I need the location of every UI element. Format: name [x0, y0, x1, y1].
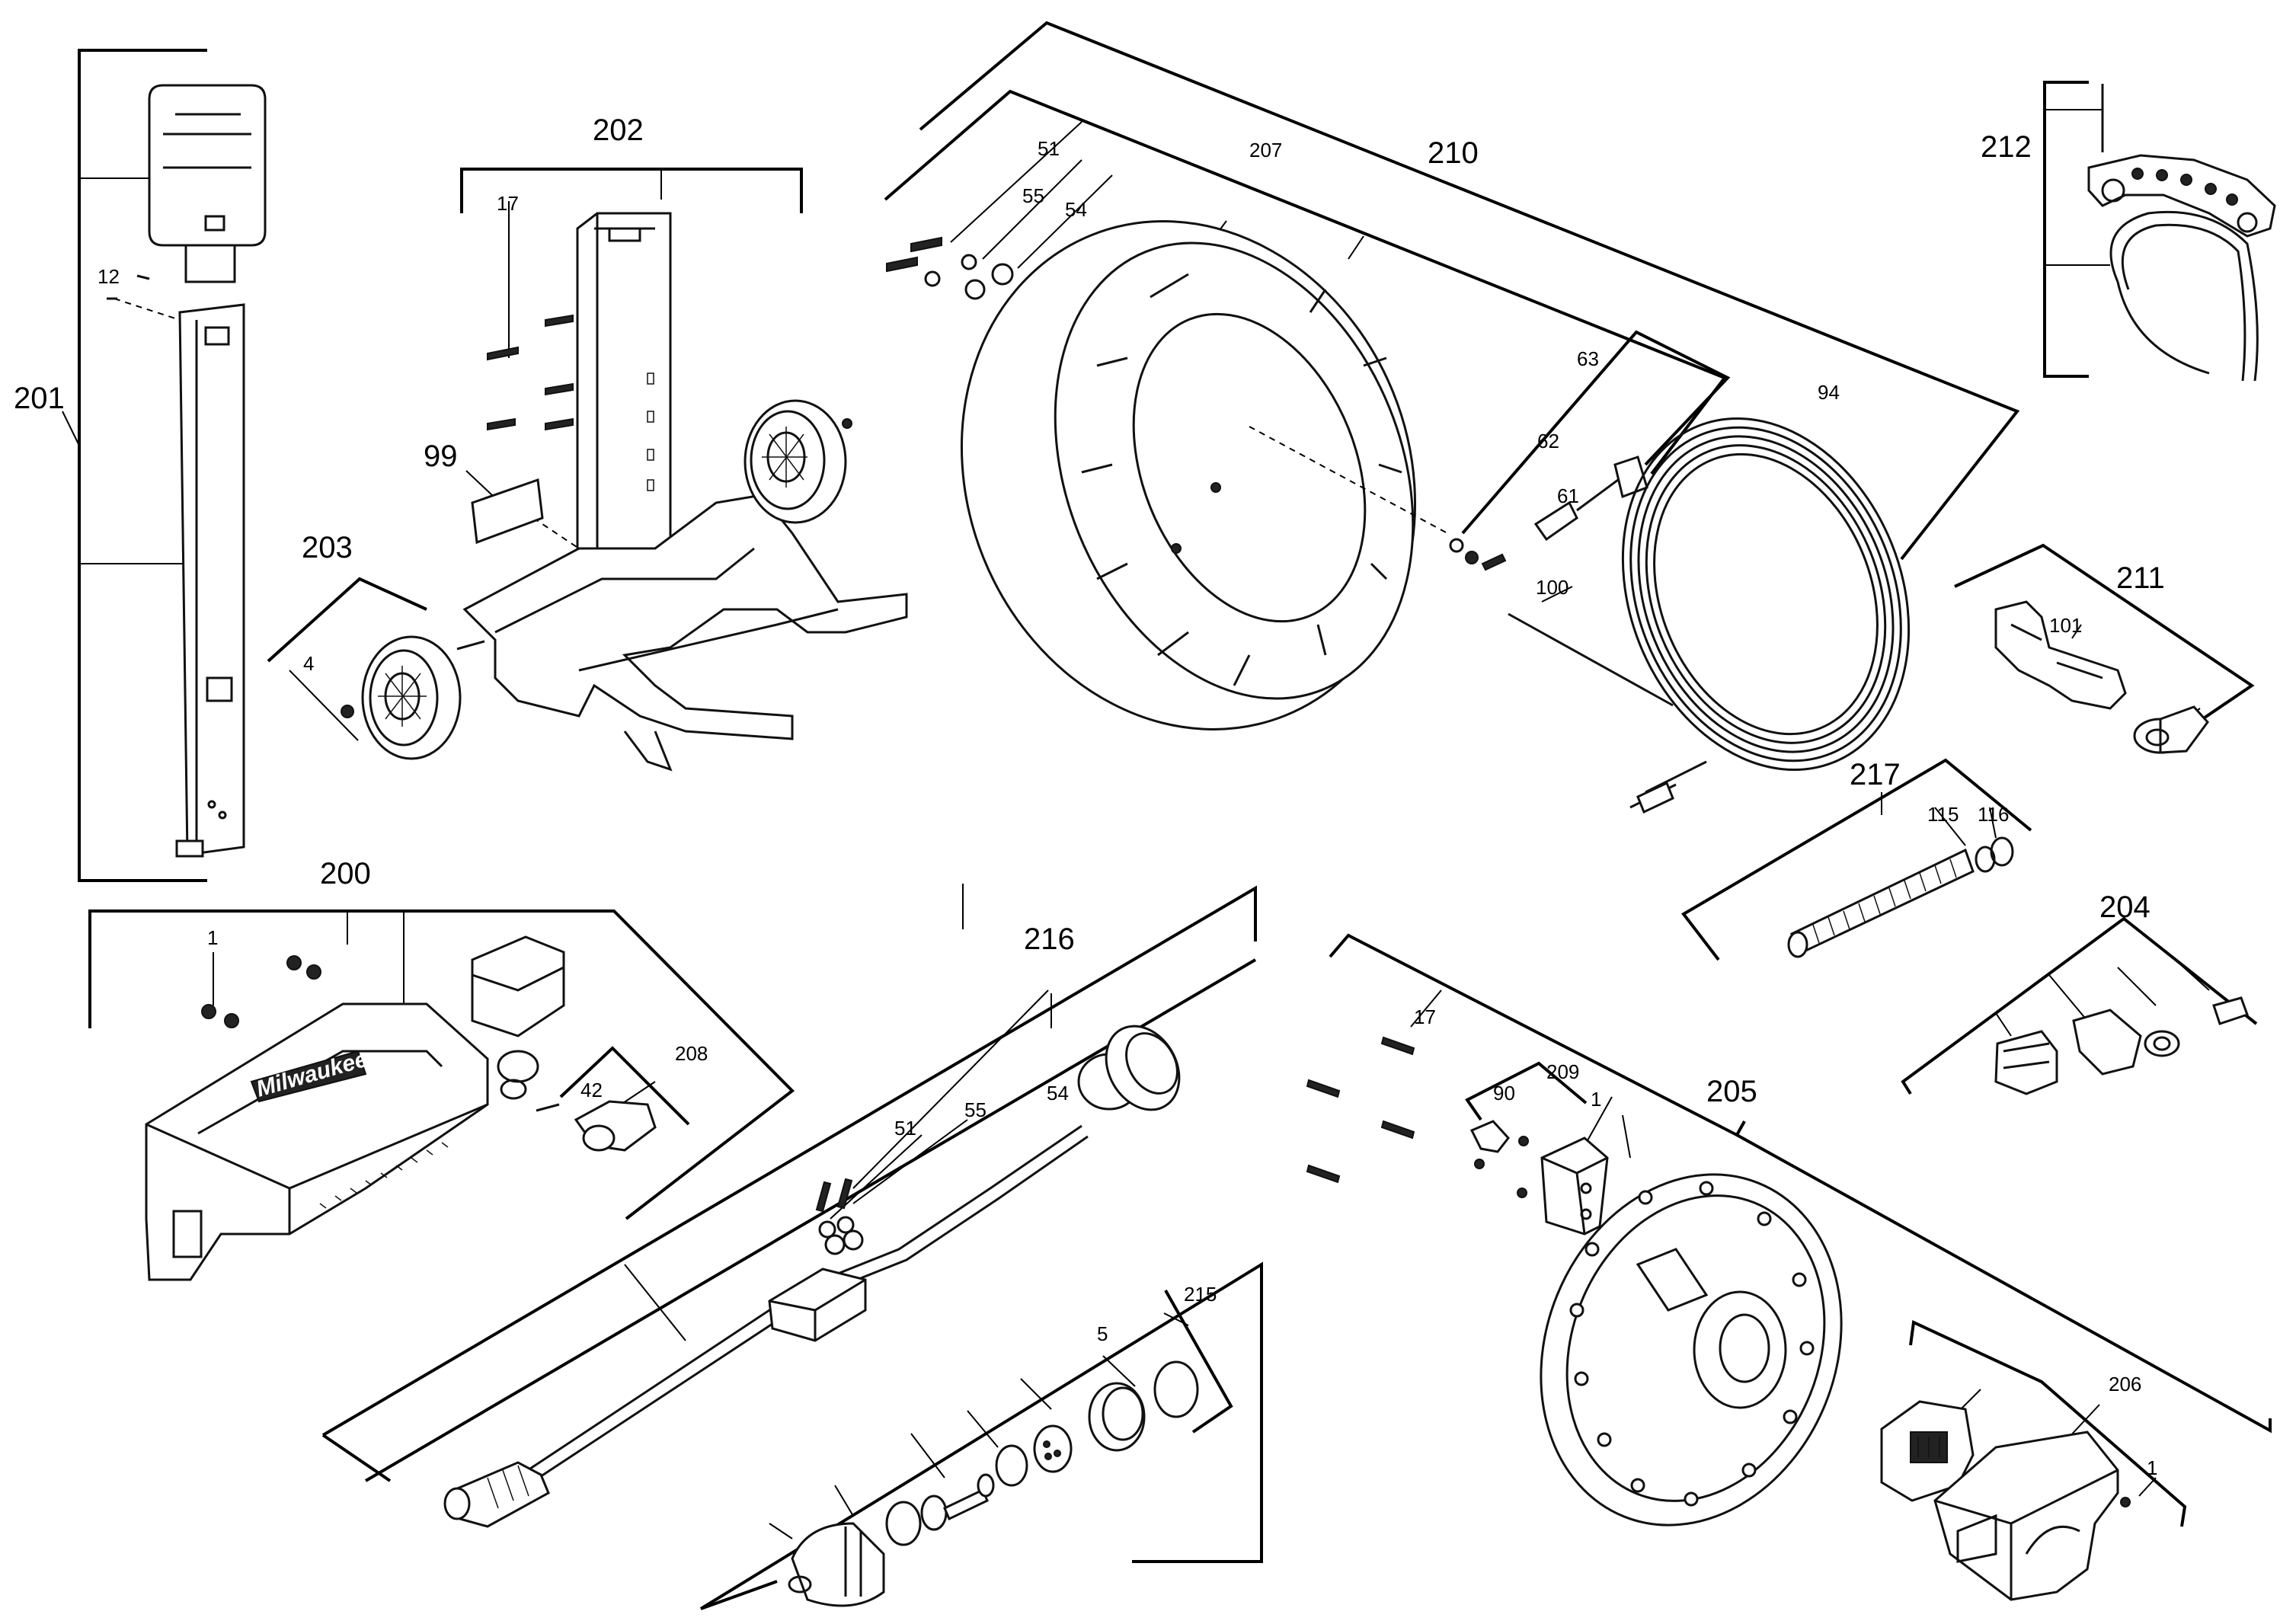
label-208: 208 — [675, 1042, 708, 1065]
wheel-assembly-203: 203 4 — [267, 531, 485, 760]
label-5: 5 — [1097, 1322, 1108, 1345]
label-94: 94 — [1818, 381, 1840, 404]
drum-assembly-210: 210 207 51 55 54 63 62 61 94 100 — [884, 21, 2020, 814]
label-1-hub: 1 — [1591, 1088, 1601, 1111]
label-99: 99 — [424, 440, 458, 473]
label-61: 61 — [1557, 484, 1579, 507]
label-116: 116 — [1978, 803, 2009, 826]
handle-assembly-201: 201 12 — [14, 49, 267, 882]
label-4: 4 — [303, 652, 314, 675]
label-17-frame: 17 — [497, 192, 519, 215]
frame-assembly-202: 202 17 99 — [424, 113, 908, 772]
label-201: 201 — [14, 382, 65, 415]
label-63: 63 — [1577, 347, 1599, 370]
label-1-housing: 1 — [207, 926, 218, 949]
label-205: 205 — [1706, 1075, 1757, 1108]
camera-cable-assembly-216: 216 51 55 54 — [321, 884, 1257, 1528]
label-217: 217 — [1850, 758, 1901, 791]
label-200: 200 — [320, 857, 371, 890]
label-209: 209 — [1546, 1060, 1579, 1083]
guide-assembly-212: 212 — [1981, 81, 2276, 382]
label-1-mount: 1 — [2147, 1456, 2157, 1479]
label-210: 210 — [1428, 136, 1479, 170]
housing-assembly-200: Milwaukee 200 1 208 42 — [88, 857, 795, 1281]
label-51-drum: 51 — [1038, 137, 1060, 160]
label-216: 216 — [1024, 922, 1075, 956]
label-206: 206 — [2109, 1373, 2141, 1395]
label-215: 215 — [1184, 1283, 1217, 1306]
label-101: 101 — [2049, 614, 2082, 637]
fitting-assembly-204: 204 — [1901, 890, 2258, 1095]
wrench-assembly-211: 211 101 — [1954, 543, 2255, 754]
label-42: 42 — [580, 1079, 603, 1101]
label-202: 202 — [593, 113, 644, 147]
label-62: 62 — [1537, 430, 1559, 452]
mount-assembly-206: 206 1 — [1880, 1320, 2187, 1601]
hub-assembly-205: 205 17 209 90 1 — [1306, 933, 2272, 1526]
spring-assembly-217: 217 115 116 — [1681, 758, 2032, 961]
label-54-camera: 54 — [1047, 1082, 1069, 1105]
label-204: 204 — [2099, 890, 2151, 924]
label-17-hub: 17 — [1414, 1005, 1436, 1028]
label-115: 115 — [1927, 803, 1959, 826]
label-55-camera: 55 — [964, 1098, 987, 1121]
label-51-camera: 51 — [894, 1117, 916, 1140]
label-212: 212 — [1981, 130, 2032, 164]
label-12: 12 — [98, 265, 120, 288]
label-211: 211 — [2116, 561, 2165, 595]
camera-head-assembly-215: 215 5 — [699, 1261, 1263, 1610]
label-54-drum: 54 — [1065, 198, 1087, 221]
label-203: 203 — [302, 531, 353, 564]
label-55-drum: 55 — [1022, 184, 1044, 207]
label-90: 90 — [1493, 1082, 1515, 1105]
label-100: 100 — [1536, 576, 1569, 599]
label-207: 207 — [1249, 139, 1282, 161]
